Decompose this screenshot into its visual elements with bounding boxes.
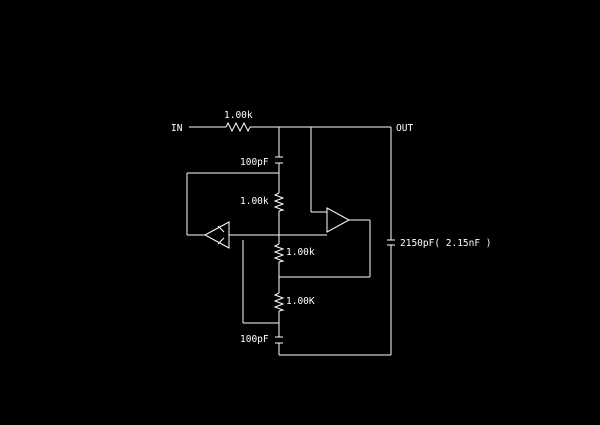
wire-left-feedback <box>186 172 327 236</box>
resistor-input <box>225 121 251 133</box>
label-in: IN <box>171 123 183 134</box>
resistor-mid-1 <box>273 192 285 212</box>
wire-left-amp-lower <box>242 240 279 324</box>
resistor-mid-2 <box>273 243 285 263</box>
label-r-mid1: 1.00k <box>240 196 269 207</box>
capacitor-output <box>387 239 395 246</box>
label-out: OUT <box>396 123 413 134</box>
amplifier-right <box>326 207 351 233</box>
label-r-in: 1.00k <box>224 110 253 121</box>
label-r-mid2: 1.00k <box>286 247 315 258</box>
capacitor-top <box>275 156 283 164</box>
label-c-top: 100pF <box>240 157 269 168</box>
label-r-bot: 1.00K <box>286 296 315 307</box>
label-c-out: 2150pF( 2.15nF ) <box>400 238 492 249</box>
amplifier-left <box>203 221 230 249</box>
wire-right-rail <box>279 127 392 356</box>
capacitor-bottom <box>275 336 283 344</box>
wire-right-amp <box>279 127 371 278</box>
resistor-bottom <box>273 292 285 312</box>
label-c-bot: 100pF <box>240 334 269 345</box>
